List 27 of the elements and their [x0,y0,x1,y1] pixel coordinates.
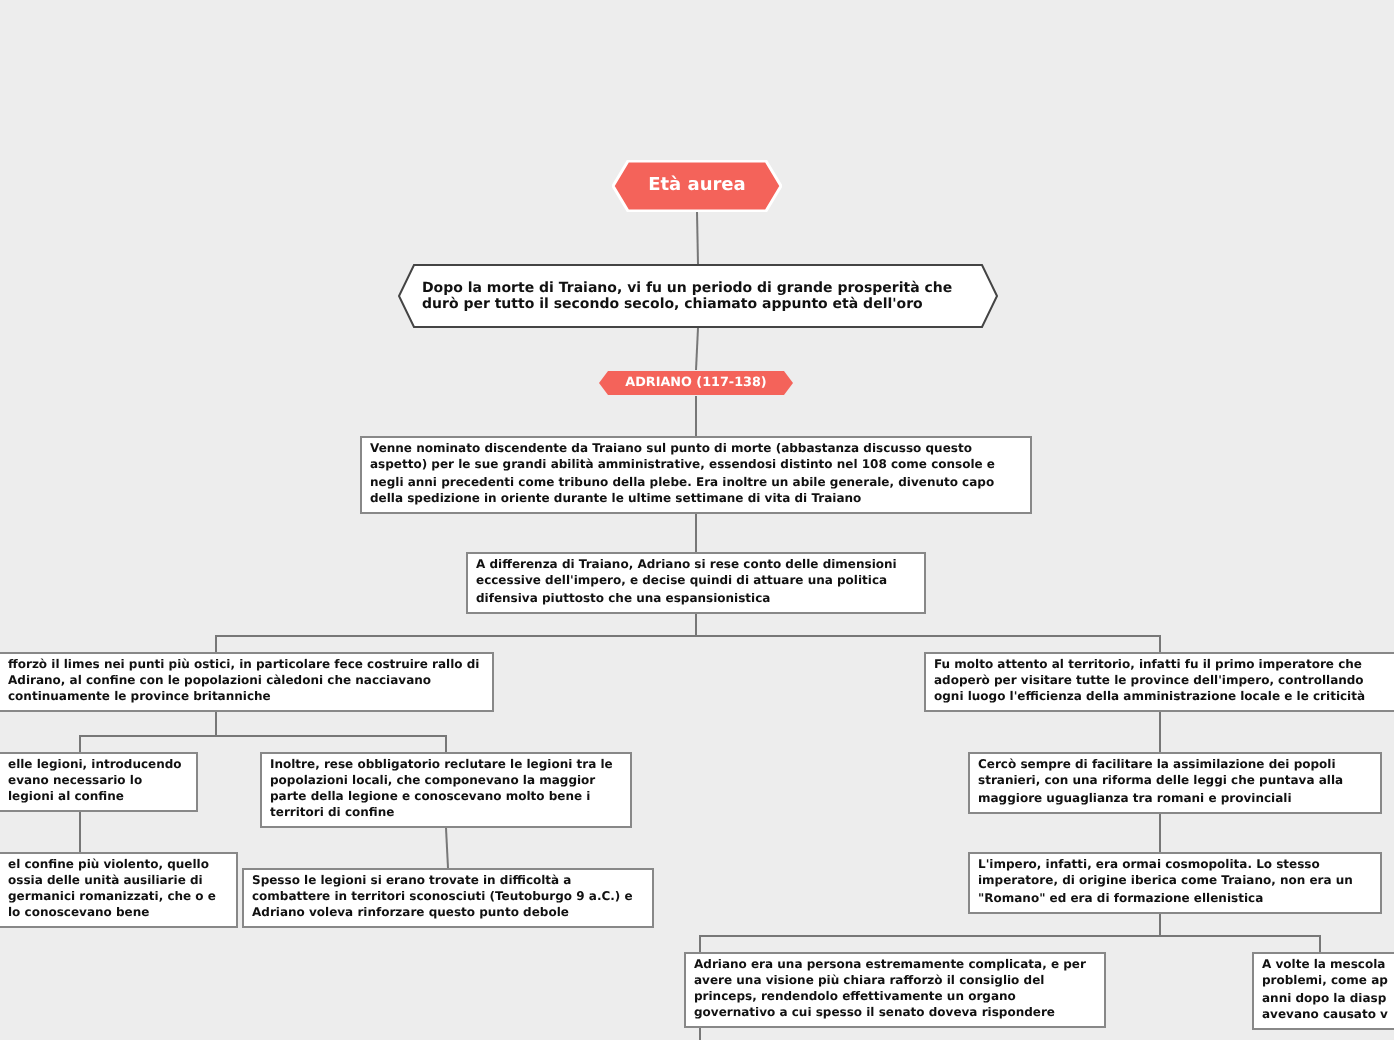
connector-line [695,395,697,437]
connector-line [1159,711,1161,753]
text-box [924,652,1394,712]
text-box [684,952,1106,1028]
section-hexagon [598,370,794,396]
connector-line [695,613,1161,653]
connector-line [1159,913,1321,953]
connector-line [699,1027,701,1040]
text-box [260,752,632,828]
text-box [968,752,1382,814]
text-box [0,852,238,928]
connector-line [696,211,699,265]
connector-line [79,811,81,853]
text-box [0,752,198,812]
connector-line [1159,813,1161,853]
text-box [360,436,1032,514]
connector-line [215,711,447,753]
title-hexagon [612,160,782,212]
node-text: Età aurea [648,177,746,195]
text-box [968,852,1382,914]
connector-line [445,827,449,869]
connector-line [695,513,697,553]
connector-line [695,327,699,371]
text-box [1252,952,1394,1030]
text-box [466,552,926,614]
text-box [242,868,654,928]
text-box [0,652,494,712]
